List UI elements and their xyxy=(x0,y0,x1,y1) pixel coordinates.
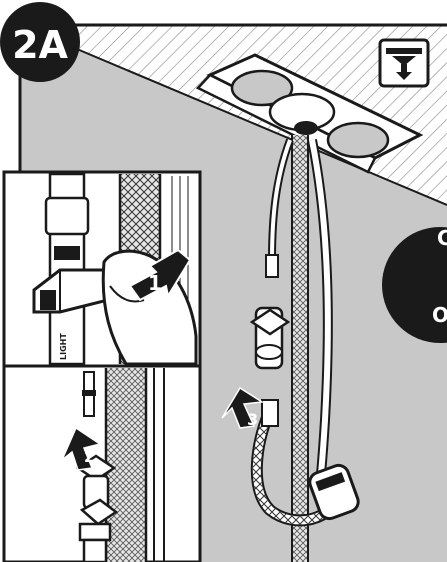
quick-connector xyxy=(252,308,288,368)
inset-step-1: LIGHT 1 xyxy=(4,172,200,366)
step-badge: 2A xyxy=(0,2,80,82)
hose-print-text: LIGHT xyxy=(59,333,68,360)
under-sink-icon xyxy=(380,40,428,86)
side-circle-letter-top: C xyxy=(437,226,447,250)
callout-3-label: 3 xyxy=(247,410,258,429)
side-circle-letter-bottom: O xyxy=(432,303,447,327)
callout-1-label: 1 xyxy=(148,271,162,295)
callout-2-label: 2 xyxy=(84,448,94,466)
inset-step-2: 2 xyxy=(4,366,200,562)
step-badge-label: 2A xyxy=(12,23,68,67)
